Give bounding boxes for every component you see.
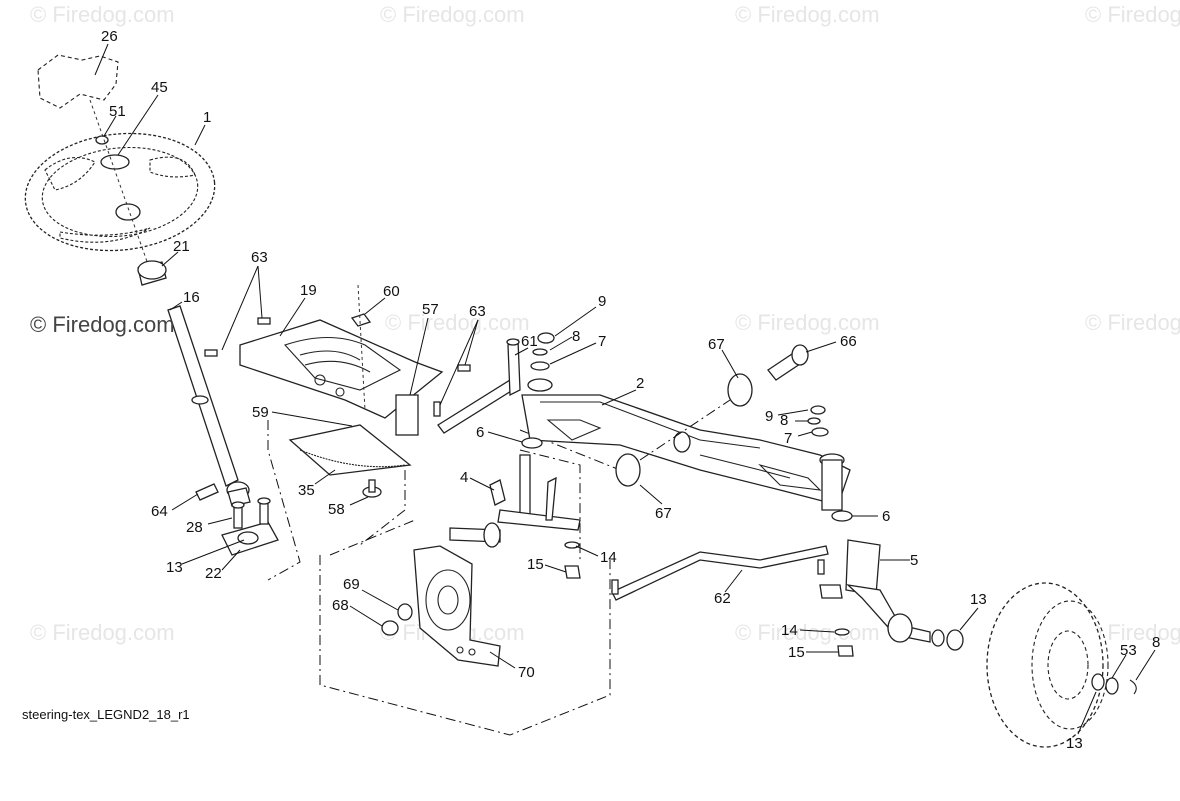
callout-label: 53 (1120, 642, 1137, 659)
callout-label: 63 (469, 303, 486, 320)
steering-wheel-assembly (24, 54, 216, 271)
callout-label: 58 (328, 501, 345, 518)
diagram-caption: steering-tex_LEGND2_18_r1 (22, 707, 190, 722)
watermark: © Firedog.com (735, 620, 880, 645)
steering-support-plate (204, 284, 471, 436)
callout-label: 28 (186, 519, 203, 536)
pivot-bushings (615, 344, 809, 487)
callout-labels: 26 45 51 1 21 16 63 19 60 57 63 61 9 8 7… (101, 28, 1160, 752)
callout-label: 35 (298, 482, 315, 499)
callout-label: 63 (251, 249, 268, 266)
watermark: © Firedog.com (385, 310, 530, 335)
callout-label: 57 (422, 301, 439, 318)
callout-label: 8 (1152, 634, 1160, 651)
callout-label: 62 (714, 590, 731, 607)
callout-label: 68 (332, 597, 349, 614)
callout-label: 14 (600, 549, 617, 566)
callout-label: 14 (781, 622, 798, 639)
callout-label: 9 (598, 293, 606, 310)
callout-label: 2 (636, 375, 644, 392)
callout-label: 60 (383, 283, 400, 300)
watermark: © Firedog.com (735, 2, 880, 27)
steering-arm-plate (381, 545, 501, 667)
callout-label: 13 (1066, 735, 1083, 752)
callout-label: 51 (109, 103, 126, 120)
left-spindle (449, 454, 581, 579)
watermark-dark: © Firedog.com (30, 312, 175, 337)
watermark: © Firedog.com (30, 2, 175, 27)
callout-label: 1 (203, 109, 211, 126)
assembly-boundaries (267, 420, 621, 736)
watermark-layer: © Firedog.com © Firedog.com © Firedog.co… (30, 2, 1180, 645)
callout-label: 7 (784, 430, 792, 447)
front-wheel (946, 582, 1137, 748)
callout-label: 15 (527, 556, 544, 573)
callout-label: 9 (765, 408, 773, 425)
leader-lines (94, 43, 1156, 735)
callout-label: 8 (572, 328, 580, 345)
callout-label: 67 (708, 336, 725, 353)
watermark: © Firedog.com (380, 2, 525, 27)
sector-gear (288, 424, 412, 498)
callout-label: 59 (252, 404, 269, 421)
watermark: © Firedog.com (1085, 2, 1180, 27)
callout-label: 8 (780, 412, 788, 429)
callout-label: 64 (151, 503, 168, 520)
callout-label: 22 (205, 565, 222, 582)
right-spindle (819, 539, 945, 657)
callout-label: 67 (655, 505, 672, 522)
steering-shaft (137, 260, 251, 507)
callout-label: 4 (460, 469, 468, 486)
callout-label: 7 (598, 333, 606, 350)
callout-label: 6 (882, 508, 890, 525)
callout-label: 21 (173, 238, 190, 255)
watermark: © Firedog.com (1085, 310, 1180, 335)
tie-rod (611, 545, 829, 601)
callout-label: 69 (343, 576, 360, 593)
callout-label: 26 (101, 28, 118, 45)
callout-label: 13 (166, 559, 183, 576)
callout-label: 45 (151, 79, 168, 96)
callout-label: 15 (788, 644, 805, 661)
watermark: © Firedog.com (30, 620, 175, 645)
lower-bracket (195, 483, 279, 556)
callout-label: 5 (910, 552, 918, 569)
callout-label: 66 (840, 333, 857, 350)
drag-link (437, 338, 521, 434)
watermark: © Firedog.com (735, 310, 880, 335)
callout-label: 70 (518, 664, 535, 681)
callout-label: 19 (300, 282, 317, 299)
callout-label: 13 (970, 591, 987, 608)
callout-label: 61 (521, 333, 538, 350)
callout-label: 16 (183, 289, 200, 306)
watermark: © Firedog.com (1085, 620, 1180, 645)
callout-label: 6 (476, 424, 484, 441)
front-axle (521, 378, 851, 511)
